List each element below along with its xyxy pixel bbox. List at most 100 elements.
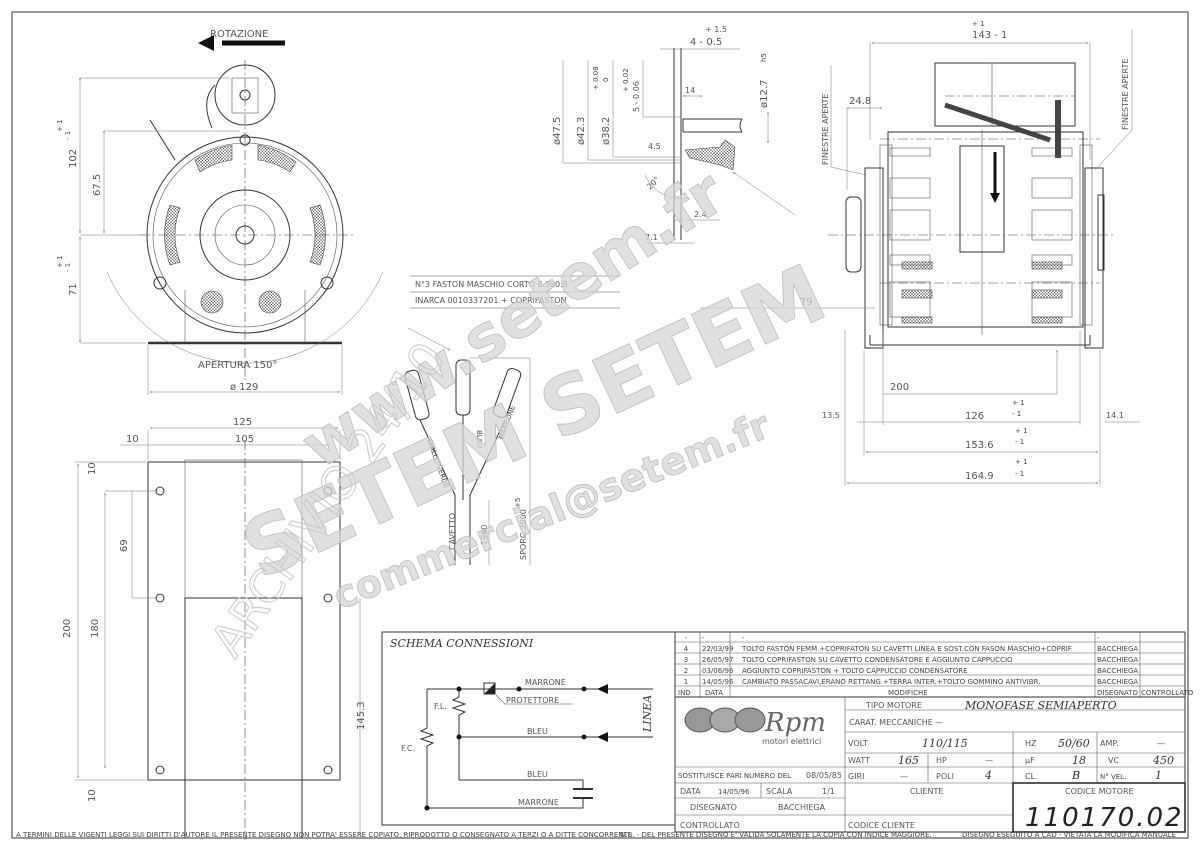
watermark: www.setem.fr SETEM SETEM commercial@sete… — [199, 155, 839, 667]
svg-text:DATA: DATA — [705, 689, 723, 697]
svg-text:F.C.: F.C. — [401, 744, 415, 753]
dim-79: 79 — [800, 297, 813, 308]
diameter-47-5: ø47.5 — [552, 117, 563, 145]
svg-text:+ 0.08: + 0.08 — [592, 66, 600, 90]
revision-disegnato: BACCHIEGA — [1097, 678, 1138, 686]
speeds-value: 1 — [1155, 769, 1162, 782]
svg-text:BLEU: BLEU — [527, 770, 548, 779]
revision-row: ---- — [685, 634, 1100, 642]
svg-text:motori elettrici: motori elettrici — [762, 737, 821, 746]
svg-text:14/05/96: 14/05/96 — [718, 788, 750, 796]
side-view: + 1 143 - 1 24.8 FINESTRE APERTE FINESTR… — [700, 20, 1140, 486]
dim-4-5: 4.5 — [648, 142, 661, 151]
revision-disegnato: BACCHIEGA — [1097, 667, 1138, 675]
diameter-12-7: ø12.7 — [759, 80, 770, 108]
watt-value: 165 — [898, 754, 919, 767]
svg-text:DISEGNATO: DISEGNATO — [690, 803, 737, 812]
revision-data: - — [702, 634, 705, 642]
svg-text:- 1: - 1 — [1012, 410, 1021, 418]
svg-text:MARRONE: MARRONE — [525, 678, 566, 687]
diameter-42-3: ø42.3 — [576, 117, 587, 145]
volt-value: 110/115 — [922, 737, 968, 750]
svg-text:VOLT: VOLT — [848, 739, 868, 748]
uf-value: 18 — [1072, 754, 1086, 767]
windows-open-right: FINESTRE APERTE — [1121, 59, 1130, 130]
svg-text:+ 1: + 1 — [1015, 458, 1028, 466]
svg-text:WATT: WATT — [848, 756, 870, 765]
revision-disegnato: BACCHIEGA — [1097, 656, 1138, 664]
opening-angle-label: APERTURA 150° — [198, 360, 278, 371]
dim-145-3: 145.3 — [356, 701, 367, 730]
svg-text:1/1: 1/1 — [822, 787, 835, 796]
dim-7-1: 7.1 — [645, 233, 658, 242]
svg-text:LINEA: LINEA — [641, 695, 654, 733]
cable-protrusion: SPORG.2000 — [519, 509, 528, 560]
svg-text:Rpm: Rpm — [764, 708, 826, 738]
revision-modifiche: TOLTO COPRIFASTON SU CAVETTO CONDENSATOR… — [741, 656, 1013, 664]
dim-10-top: 10 — [87, 462, 98, 475]
revision-ind: 3 — [684, 656, 688, 664]
svg-text:08/05/85: 08/05/85 — [806, 771, 842, 780]
revision-ind: 4 — [684, 645, 689, 653]
svg-text:- 1: - 1 — [64, 263, 72, 272]
revision-ind: - — [685, 634, 688, 642]
dim-153-6: 153.6 — [965, 440, 994, 451]
svg-text:MARRONE: MARRONE — [518, 798, 559, 807]
svg-text:DATA: DATA — [680, 787, 701, 796]
rpm-logo: Rpm motori elettrici — [684, 707, 826, 746]
class-value: B — [1071, 769, 1080, 782]
svg-text:CONTROLLATO: CONTROLLATO — [1141, 689, 1194, 697]
title-block: Rpm motori elettrici TIPO MOTORE MONOFAS… — [674, 696, 1186, 833]
dim-10-bottom: 10 — [87, 789, 98, 802]
revision-ind: 2 — [684, 667, 688, 675]
svg-text:HZ: HZ — [1025, 739, 1037, 748]
revision-ind: 1 — [684, 678, 688, 686]
svg-text:CARAT. MECCANICHE: CARAT. MECCANICHE — [849, 718, 933, 727]
svg-text:DISEGNO ESEGUITO A CAD - VIETA: DISEGNO ESEGUITO A CAD - VIETATA LA MODI… — [962, 831, 1176, 839]
svg-text:PROTETTORE: PROTETTORE — [506, 696, 559, 705]
svg-text:CODICE MOTORE: CODICE MOTORE — [1065, 787, 1134, 796]
rotation-label: ROTAZIONE — [210, 29, 268, 40]
svg-text:SCALA: SCALA — [766, 787, 793, 796]
revision-disegnato: - — [1097, 634, 1100, 642]
windows-open-left: FINESTRE APERTE — [821, 94, 830, 165]
svg-text:+ 1: + 1 — [972, 20, 985, 28]
svg-text:MODIFICHE: MODIFICHE — [888, 689, 928, 697]
revision-modifiche: - — [742, 634, 745, 642]
svg-text:—: — — [1157, 739, 1165, 748]
dim-14: 14 — [685, 86, 695, 95]
vc-value: 450 — [1152, 754, 1174, 767]
svg-text:- 1: - 1 — [64, 131, 72, 140]
connection-schema: SCHEMA CONNESSIONI MARRONE PROTETTORE BL… — [381, 631, 676, 826]
svg-text:—: — — [900, 772, 908, 781]
svg-text:+ 1: + 1 — [56, 119, 64, 132]
faston-note-line2: INARCA 0010337201 + COPRIFASTON — [415, 296, 566, 305]
front-view: ROTAZIONE APERTURA 150° ø 129 102 — [56, 29, 384, 395]
revision-data: 22/03/99 — [702, 645, 733, 653]
hz-value: 50/60 — [1058, 737, 1090, 750]
dim-10-left: 10 — [126, 434, 139, 445]
svg-text:N.B. - DEL PRESENTE DISEGNO E': N.B. - DEL PRESENTE DISEGNO E' VALIDA SO… — [620, 831, 932, 839]
svg-text:+ 1: + 1 — [1015, 427, 1028, 435]
diameter-38-2: ø38.2 — [601, 117, 612, 145]
dim-14-1: 14.1 — [1106, 411, 1124, 420]
svg-text:GIRI: GIRI — [848, 772, 864, 781]
rotation-arrowhead-icon — [198, 35, 214, 51]
motor-code: 110170.02 — [1025, 803, 1184, 833]
shaft-detail: + 1.5 4 - 0.5 ø47.5 ø42.3 + 0.08 0 ø38.2… — [552, 25, 796, 244]
svg-text:CLIENTE: CLIENTE — [910, 787, 943, 796]
svg-text:CODICE CLIENTE: CODICE CLIENTE — [848, 821, 915, 830]
motor-type: MONOFASE SEMIAPERTO — [964, 699, 1117, 712]
dim-126: 126 — [965, 411, 984, 422]
revision-data: 14/05/96 — [702, 678, 734, 686]
svg-text:+ 1: + 1 — [56, 255, 64, 268]
dim-164-9: 164.9 — [965, 471, 994, 482]
svg-text:- 1: - 1 — [1015, 470, 1024, 478]
line-terminal-arrow-icon — [597, 684, 608, 742]
svg-text:TIPO MOTORE: TIPO MOTORE — [865, 701, 922, 710]
dim-13-5: 13.5 — [822, 411, 840, 420]
